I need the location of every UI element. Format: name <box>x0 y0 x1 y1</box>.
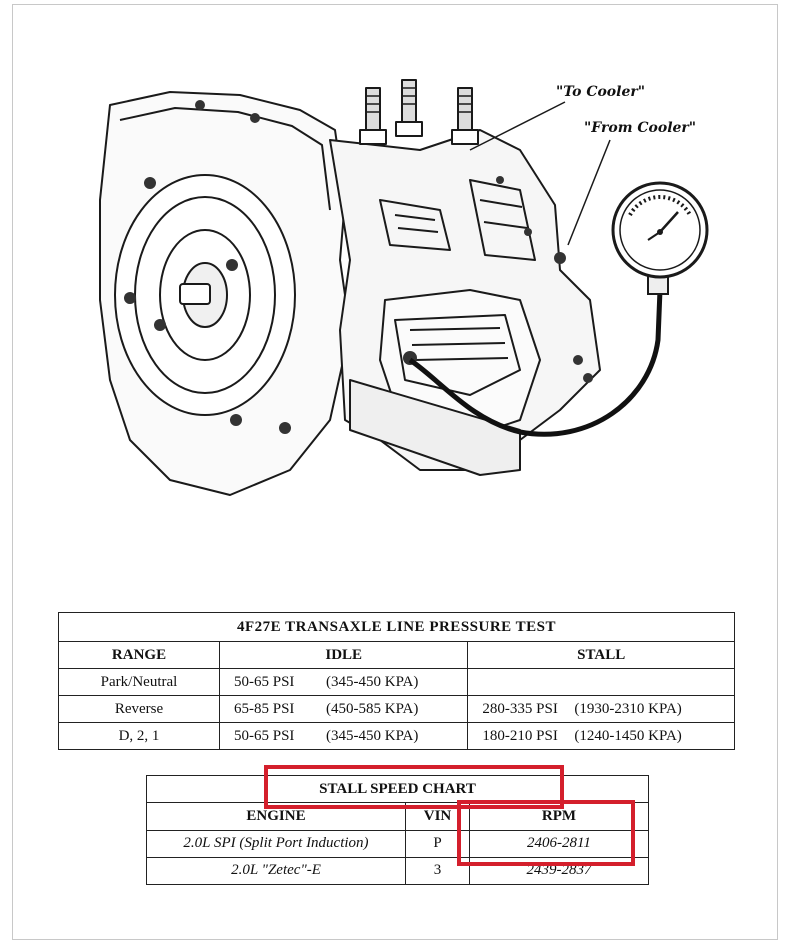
from-cooler-callout: "From Cooler" <box>584 120 697 136</box>
engine-cell: 2.0L SPI (Split Port Induction) <box>146 829 406 858</box>
stall-title-highlight-box <box>264 765 564 809</box>
header-stall: STALL <box>467 641 735 669</box>
table-row: Reverse 65-85 PSI (450-585 KPA) 280-335 P… <box>58 695 735 723</box>
rpm-cell: 2406-2811 <box>469 829 649 858</box>
idle-kpa-cell: (345-450 KPA) <box>326 673 419 690</box>
range-cell: D, 2, 1 <box>58 722 220 750</box>
rpm-cell: 2439-2837 <box>469 856 649 886</box>
stall-psi-cell: 180-210 PSI <box>482 727 558 744</box>
table-row: 2.0L "Zetec"-E 3 2439-2837 <box>146 856 649 886</box>
idle-psi-cell: 65-85 PSI <box>234 700 295 717</box>
stall-kpa-cell: (1930-2310 KPA) <box>574 700 682 717</box>
range-cell: Park/Neutral <box>58 668 220 696</box>
to-cooler-callout: "To Cooler" <box>556 84 646 100</box>
pressure-table-title: 4F27E TRANSAXLE LINE PRESSURE TEST <box>58 612 735 642</box>
line-pressure-table: 4F27E TRANSAXLE LINE PRESSURE TEST RANGE… <box>58 612 735 750</box>
stall-kpa-cell: (1240-1450 KPA) <box>574 727 682 744</box>
stall-psi-cell: 280-335 PSI <box>482 700 558 717</box>
rpm-highlight-box <box>457 800 635 866</box>
idle-psi-cell: 50-65 PSI <box>234 673 295 690</box>
table-row: D, 2, 1 50-65 PSI (345-450 KPA) 180-210 P… <box>58 722 735 750</box>
page-frame <box>12 4 778 940</box>
idle-kpa-cell: (345-450 KPA) <box>326 727 419 744</box>
table-row: 2.0L SPI (Split Port Induction) P 2406-2… <box>146 829 649 858</box>
range-cell: Reverse <box>58 695 220 723</box>
stall-speed-table: STALL SPEED CHART ENGINE VIN RPM 2.0L SP… <box>146 774 649 886</box>
header-range: RANGE <box>58 641 220 669</box>
transaxle-illustration <box>99 79 709 496</box>
header-idle: IDLE <box>218 641 469 669</box>
idle-kpa-cell: (450-585 KPA) <box>326 700 419 717</box>
idle-psi-cell: 50-65 PSI <box>234 727 295 744</box>
engine-cell: 2.0L "Zetec"-E <box>146 856 406 886</box>
pressure-gauge-icon <box>611 181 709 295</box>
table-row: Park/Neutral 50-65 PSI (345-450 KPA) <box>58 668 735 696</box>
